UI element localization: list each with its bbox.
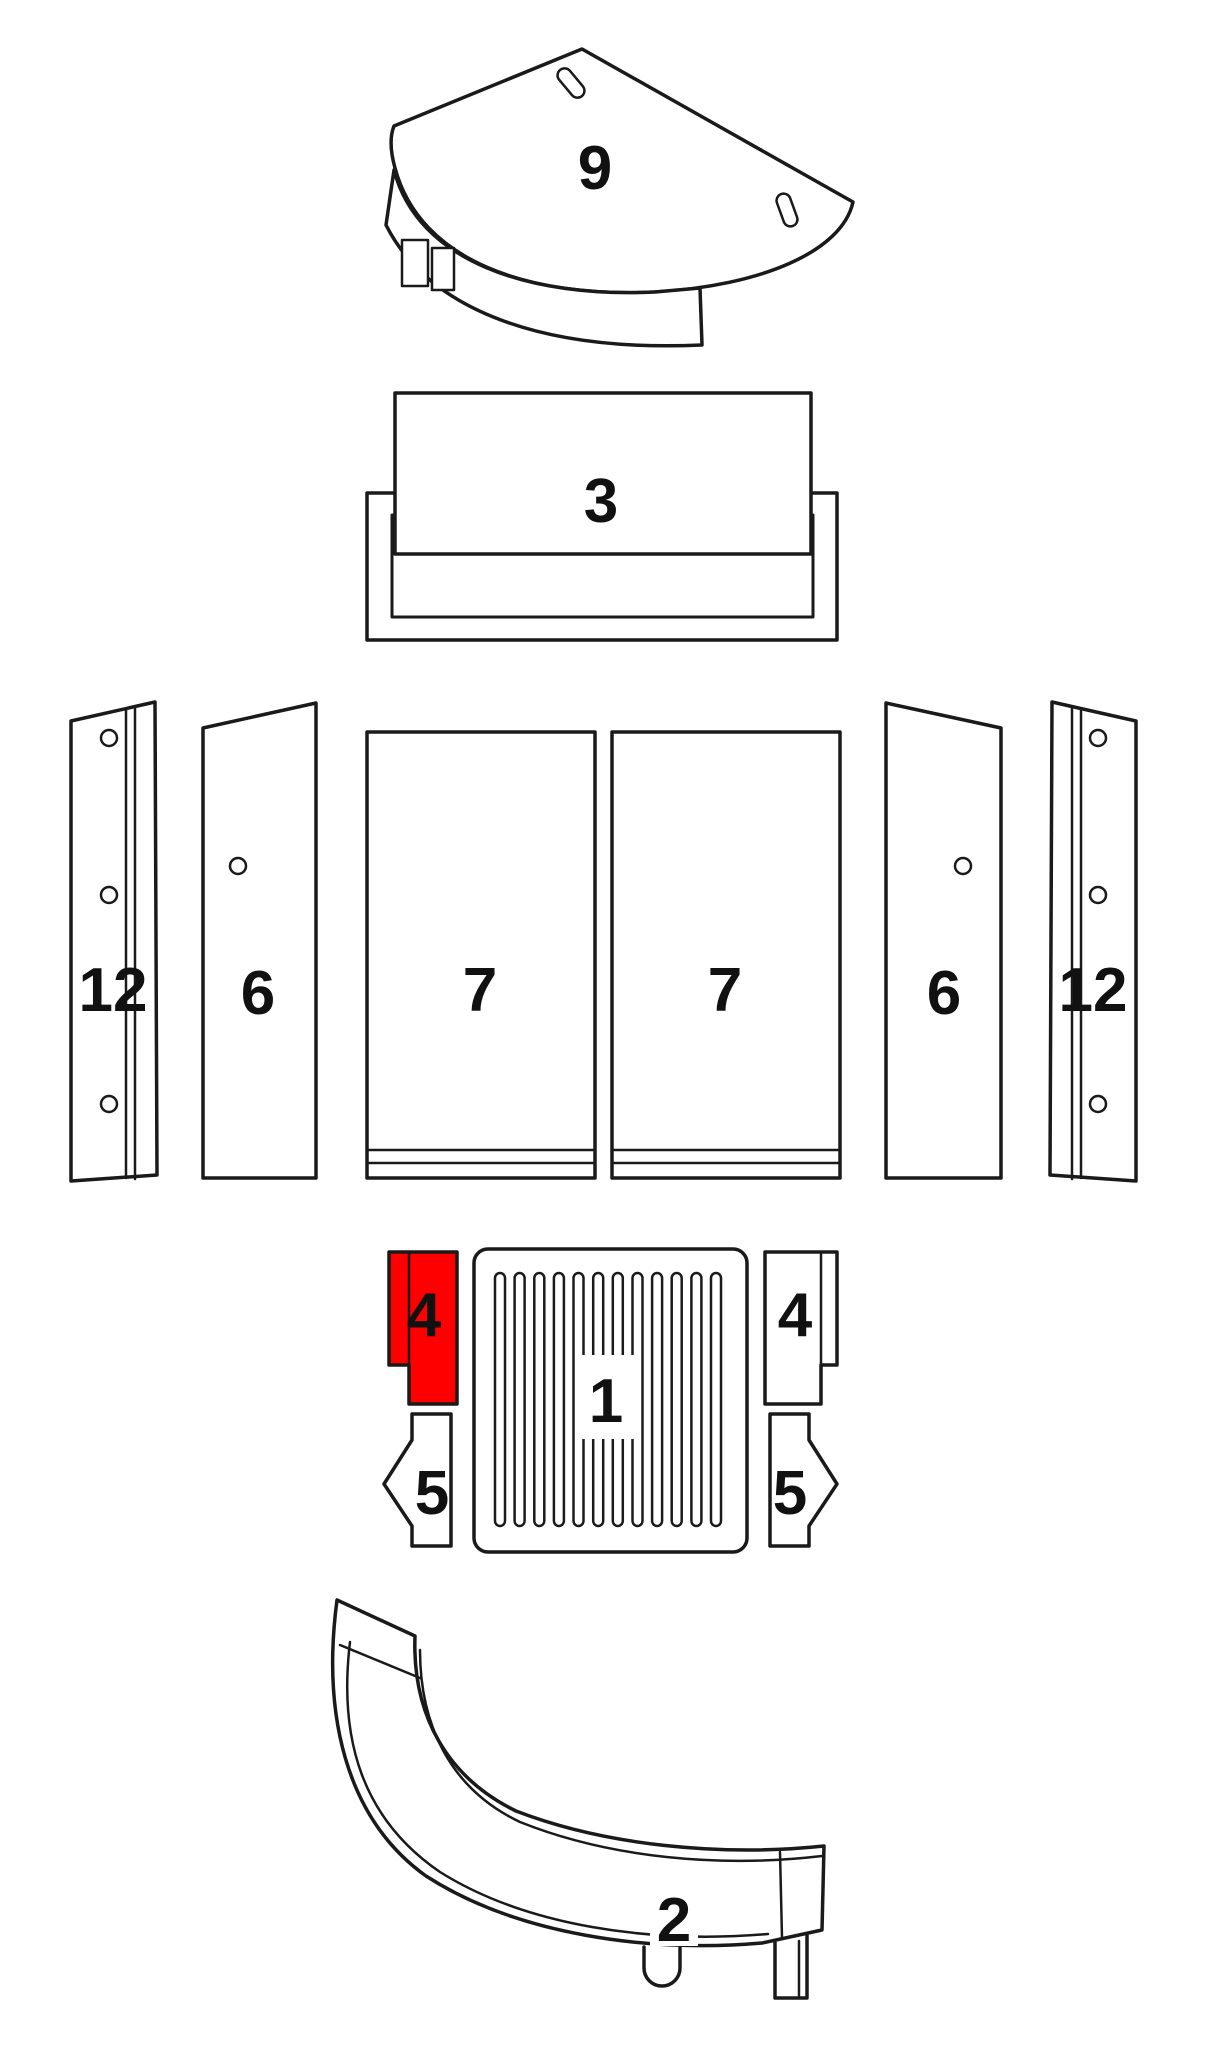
grate-slot <box>513 1271 526 1528</box>
grate-slot <box>533 1271 546 1528</box>
back-panel-left-outline[interactable] <box>365 730 597 1180</box>
bracket-left-outline[interactable] <box>382 1412 453 1548</box>
part-group-6-left[interactable]: 6 <box>201 701 318 1180</box>
part-label-4-left: 4 <box>407 1281 442 1350</box>
side-panel-right-outline[interactable] <box>884 701 1003 1180</box>
part-group-1[interactable]: 1 <box>472 1247 749 1554</box>
bracket-right-outline[interactable] <box>768 1412 839 1548</box>
grate-slot <box>690 1271 703 1528</box>
mounting-hole <box>953 856 973 876</box>
part-group-5-left[interactable]: 5 <box>382 1412 453 1548</box>
part-group-12-left[interactable]: 12 <box>69 700 159 1183</box>
mounting-hole <box>99 885 119 905</box>
part-label-12-right: 12 <box>1059 956 1128 1025</box>
baffle-clip-detail <box>400 238 430 288</box>
part-label-5-right: 5 <box>773 1459 807 1528</box>
grate-slot <box>670 1271 683 1528</box>
label-backdrop <box>578 1355 634 1439</box>
part-label-5-left: 5 <box>415 1459 449 1528</box>
support-left-outline-highlighted[interactable] <box>387 1250 459 1406</box>
side-panel-left-outline[interactable] <box>201 701 318 1180</box>
rail-end-cap-line <box>338 1643 422 1680</box>
part-group-2[interactable]: 2 <box>331 1598 826 2000</box>
rail-fold-line <box>778 1850 784 1940</box>
part-group-5-right[interactable]: 5 <box>768 1412 839 1548</box>
mounting-hole <box>228 856 248 876</box>
baffle-clip-detail <box>430 246 456 292</box>
slot-hole <box>556 67 586 99</box>
part-group-7-left[interactable]: 7 <box>365 730 597 1180</box>
part-label-12-left: 12 <box>79 956 148 1025</box>
part-group-4-left-highlighted[interactable]: 4 <box>387 1250 459 1406</box>
mounting-hole <box>99 728 119 748</box>
grate-slot <box>493 1271 507 1528</box>
part-group-9[interactable]: 9 <box>384 47 855 348</box>
mounting-hole <box>1088 728 1108 748</box>
part-label-6-right: 6 <box>927 959 961 1028</box>
mounting-hole <box>1088 1094 1108 1114</box>
rail-tab <box>773 1932 809 2000</box>
rail-top-edge-line <box>418 1648 824 1863</box>
back-plate-outline[interactable] <box>393 391 813 556</box>
mounting-hole <box>1088 885 1108 905</box>
part-label-6-left: 6 <box>241 959 275 1028</box>
part-label-3: 3 <box>584 467 618 536</box>
part-group-7-right[interactable]: 7 <box>610 730 842 1180</box>
part-label-7-right: 7 <box>708 956 742 1025</box>
part-group-3[interactable]: 3 <box>365 391 839 642</box>
part-label-4-right: 4 <box>778 1281 813 1350</box>
mounting-hole <box>99 1094 119 1114</box>
label-backdrop <box>650 1890 698 1946</box>
part-group-6-right[interactable]: 6 <box>884 701 1003 1180</box>
front-rail-outline[interactable] <box>331 1598 826 1948</box>
grate-slot <box>552 1271 566 1528</box>
slot-hole <box>775 192 799 228</box>
part-label-1: 1 <box>589 1367 623 1436</box>
back-panel-right-outline[interactable] <box>610 730 842 1180</box>
rail-pin-bump <box>642 1945 682 1988</box>
grate-slot <box>709 1271 723 1528</box>
part-group-12-right[interactable]: 12 <box>1048 700 1138 1183</box>
grate-slot <box>650 1271 664 1528</box>
part-group-4-right[interactable]: 4 <box>763 1250 839 1406</box>
part-label-2: 2 <box>657 1886 691 1955</box>
part-label-7-left: 7 <box>463 956 497 1025</box>
part-label-9: 9 <box>578 134 612 203</box>
